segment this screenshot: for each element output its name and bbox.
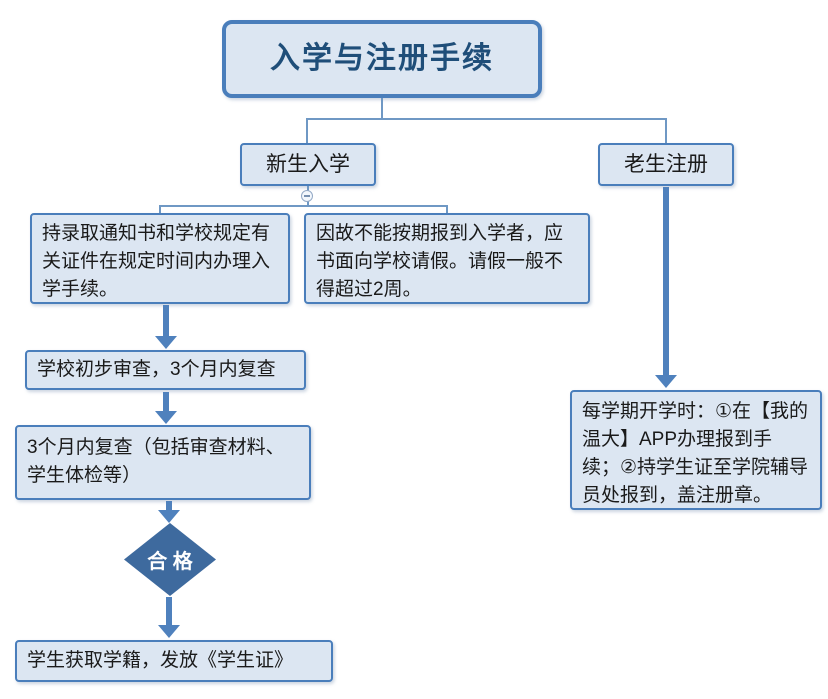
arrow-shaft <box>663 187 669 375</box>
diamond-qualified: 合 格 <box>124 523 216 596</box>
title-node: 入学与注册手续 <box>222 20 542 98</box>
arrow-to-initial-review <box>155 305 177 349</box>
arrow-to-student-register <box>158 597 180 638</box>
connector-sub-bar <box>159 205 448 207</box>
connector-admission-drop <box>159 205 161 214</box>
arrow-head <box>655 375 677 388</box>
arrow-head <box>155 336 177 349</box>
new-student-label: 新生入学 <box>266 152 350 176</box>
node-recheck: 3个月内复查（包括审查材料、学生体检等） <box>15 425 311 500</box>
arrow-head <box>155 411 177 424</box>
node-leave-request: 因故不能按期报到入学者，应书面向学校请假。请假一般不得超过2周。 <box>304 213 590 304</box>
node-student-register: 学生获取学籍，发放《学生证》 <box>15 640 333 682</box>
qualified-label: 合 格 <box>147 551 193 573</box>
arrow-shaft <box>166 597 172 625</box>
arrow-shaft <box>163 305 169 336</box>
node-old-student-process: 每学期开学时：①在【我的温大】APP办理报到手续；②持学生证至学院辅导员处报到，… <box>570 390 822 510</box>
arrow-shaft <box>163 392 169 411</box>
leave-request-text: 因故不能按期报到入学者，应书面向学校请假。请假一般不得超过2周。 <box>316 223 564 300</box>
node-admission-notice: 持录取通知书和学校规定有关证件在规定时间内办理入学手续。 <box>30 213 290 304</box>
arrow-shaft <box>166 501 172 510</box>
initial-review-text: 学校初步审查，3个月内复查 <box>37 359 276 380</box>
node-old-student: 老生注册 <box>598 143 734 186</box>
recheck-text: 3个月内复查（包括审查材料、学生体检等） <box>27 437 285 486</box>
connector-leave-drop <box>446 205 448 214</box>
arrow-to-qualified <box>158 501 180 523</box>
connector-branch-bar <box>306 118 667 120</box>
node-new-student: 新生入学 <box>240 143 376 186</box>
old-student-process-text: 每学期开学时：①在【我的温大】APP办理报到手续；②持学生证至学院辅导员处报到，… <box>582 401 809 506</box>
connector-title-stem <box>381 98 383 119</box>
arrow-to-recheck <box>155 392 177 424</box>
connector-old-student-drop <box>665 120 667 143</box>
admission-notice-text: 持录取通知书和学校规定有关证件在规定时间内办理入学手续。 <box>42 223 271 300</box>
arrow-head <box>158 510 180 523</box>
node-initial-review: 学校初步审查，3个月内复查 <box>25 350 306 390</box>
arrow-old-student-process <box>655 187 677 388</box>
old-student-label: 老生注册 <box>624 152 708 176</box>
minus-circle-icon[interactable] <box>301 190 313 202</box>
student-register-text: 学生获取学籍，发放《学生证》 <box>27 650 294 671</box>
arrow-head <box>158 625 180 638</box>
connector-new-student-drop <box>306 120 308 143</box>
title-label: 入学与注册手续 <box>270 42 494 75</box>
